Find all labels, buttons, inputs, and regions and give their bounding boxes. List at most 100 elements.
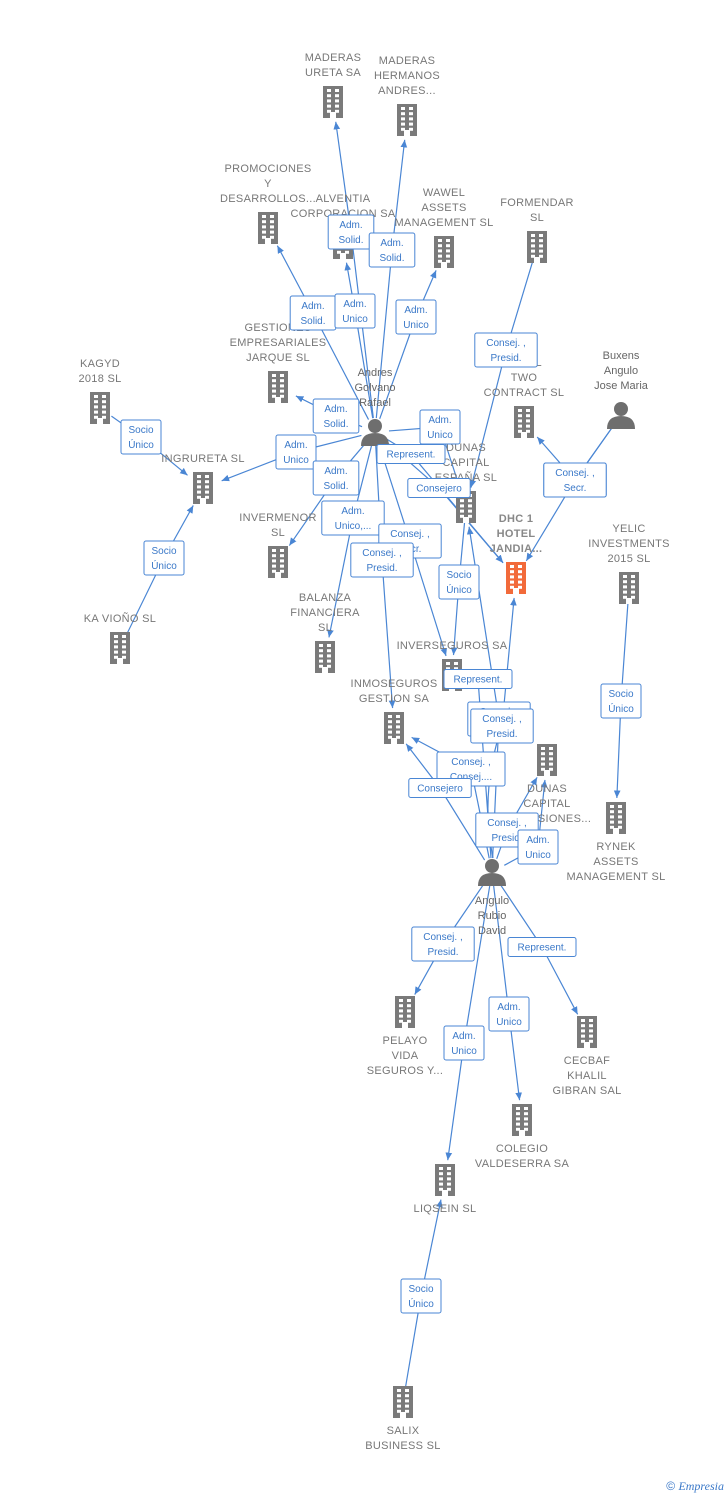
node-maderas_hermanos[interactable]: MADERASHERMANOSANDRES...	[374, 55, 440, 136]
node-label-text: Rafael	[359, 397, 391, 409]
relationship-label[interactable]: Consej. ,Presid.	[411, 926, 475, 962]
relationship-label[interactable]: Represent.	[443, 669, 513, 689]
relationship-label[interactable]: Consej. ,Presid.	[474, 332, 538, 368]
footer-brand[interactable]: © Empresia	[666, 1479, 724, 1494]
building-door	[584, 1042, 590, 1048]
building-window	[401, 117, 405, 121]
building-window	[446, 667, 450, 671]
relationship-label[interactable]: Adm.Unico	[275, 434, 317, 470]
building-window	[345, 250, 349, 254]
relationship-label[interactable]: Represent.	[507, 937, 577, 957]
relationship-label-text: Adm.	[497, 1002, 520, 1013]
building-window	[405, 1389, 409, 1392]
building-window	[618, 805, 622, 808]
relationship-label[interactable]: Adm.Unico	[488, 996, 530, 1032]
relationship-label-text: Consej. ,	[451, 757, 490, 768]
building-window	[468, 509, 472, 513]
node-ka_vino[interactable]: KA VIOÑO SL	[84, 612, 156, 664]
building-window	[327, 664, 331, 668]
building-door	[521, 432, 527, 438]
node-promociones[interactable]: PROMOCIONESYDESARROLLOS...	[220, 163, 316, 244]
building-window	[549, 757, 553, 761]
building-window	[262, 215, 266, 218]
node-label-text: HERMANOS	[374, 70, 440, 82]
relationship-label-text: Presid.	[366, 563, 397, 574]
relationship-label-text: Único	[608, 702, 634, 715]
building-window	[524, 1117, 528, 1121]
building-window	[409, 112, 413, 116]
building-window	[510, 585, 514, 589]
relationship-label-text: Socio	[128, 425, 153, 436]
node-label-text: BUSINESS SL	[365, 1440, 440, 1452]
building-window	[270, 220, 274, 224]
building-window	[327, 94, 331, 98]
relationship-label[interactable]: Consejero	[407, 478, 471, 498]
building-door	[544, 770, 550, 776]
relationship-label[interactable]: Adm.Solid.	[289, 295, 337, 331]
building-window	[280, 379, 284, 383]
relationship-label-box	[327, 214, 375, 250]
relationship-label[interactable]: Adm.Unico	[517, 829, 559, 865]
relationship-label-box	[600, 683, 642, 719]
relationship-label[interactable]: Adm.Solid.	[312, 398, 360, 434]
relationship-label[interactable]: Adm.Unico,...	[321, 500, 385, 536]
building-window	[518, 565, 522, 568]
node-ingrureta[interactable]: INGRURETA SL	[161, 453, 244, 504]
building-window	[407, 1009, 411, 1013]
node-label-text: URETA SA	[305, 67, 361, 79]
building-window	[280, 559, 284, 563]
building-door	[513, 588, 519, 594]
node-dhc[interactable]: DHC 1HOTELJANDIA...	[490, 513, 543, 594]
relationship-label[interactable]: Adm.Unico	[395, 299, 437, 335]
building-window	[447, 1182, 451, 1186]
relationship-label[interactable]: Adm.Solid.	[368, 232, 416, 268]
building-window	[396, 735, 400, 739]
relationship-label[interactable]: Adm.Unico	[419, 409, 461, 445]
building-window	[531, 239, 535, 243]
building-window	[327, 659, 331, 663]
building-window	[510, 565, 514, 568]
relationship-label-text: Adm.	[428, 415, 451, 426]
relationship-label[interactable]: Consej. ,Secr.	[543, 462, 607, 498]
node-label-text: JANDIA...	[490, 543, 543, 555]
building-window	[589, 1034, 593, 1038]
relationship-label[interactable]: Adm.Solid.	[312, 460, 360, 496]
building-window	[518, 580, 522, 584]
node-liqsein[interactable]: LIQSEIN SL	[414, 1164, 477, 1215]
relationship-label[interactable]: Adm.Solid.	[327, 214, 375, 250]
relationship-label[interactable]: Consej. ,Presid.	[470, 708, 534, 744]
relationship-label-text: Consej. ,	[555, 468, 594, 479]
relationship-label[interactable]: Represent.	[376, 444, 446, 464]
relationship-label[interactable]: Adm.Unico	[443, 1025, 485, 1061]
node-label-text: Rubio	[478, 910, 507, 922]
relationship-label[interactable]: Consejero	[408, 778, 472, 798]
node-two_contract[interactable]: TOTALTWOCONTRACT SL	[484, 357, 565, 438]
relationship-label-box	[407, 478, 471, 498]
building-window	[388, 725, 392, 729]
building-window	[409, 117, 413, 121]
relationship-label[interactable]: Consej. ,Presid.	[350, 542, 414, 578]
relationship-label[interactable]: Adm.Unico	[334, 293, 376, 329]
